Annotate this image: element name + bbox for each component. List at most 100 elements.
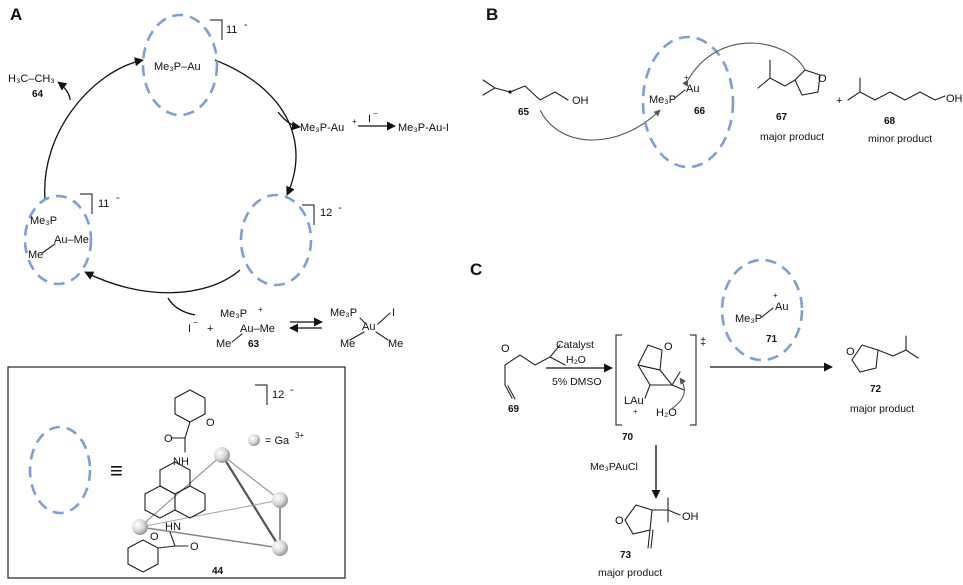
p73-caption: major product [598,567,662,579]
panel-c: C O 69 Catalyst H₂O 5% DMSO ‡ O LAu + H₂… [470,258,919,579]
i70-methyl1 [671,371,681,386]
r69-number: 69 [508,404,520,415]
ligand-naph-ring-2 [174,485,206,519]
r65-dimethyl [482,79,497,96]
panel-a-label: A [10,5,22,24]
eq-right-line2: Au [362,321,375,333]
p72-chain [877,349,919,359]
cage-left-line1: Me₃P [30,215,57,227]
eq-right-bond-me1 [349,331,365,341]
ga-ion-2 [272,492,288,508]
eq-right-bond-me2 [375,331,389,341]
p67-caption: major product [760,131,824,143]
p72-ring [851,344,879,373]
p68-caption: minor product [868,133,932,145]
panel-a: A Me₃P–Au 11 - H₃C–CH₃ 64 Me₃P-Au + I − … [8,5,449,350]
p72-o: O [846,346,855,358]
cage-71-line2: Au [775,301,788,313]
cage-66-line2: Au [686,83,699,95]
cage-left [23,194,93,286]
r65-oh: OH [572,95,589,107]
cage-left-charge: 11 [98,198,109,210]
eq-left-line3: Me [216,338,231,350]
panel-b-label: B [486,5,498,24]
ligand-o1: O [164,433,173,445]
ga-legend-sup: 3+ [295,431,304,440]
cycle-arrow-right [214,59,297,196]
p67-o: O [818,73,827,85]
r69-methyl [549,356,566,366]
p73-exo-1 [647,529,651,549]
i70-carbene [644,384,651,399]
tetra-edge-3 [221,454,281,501]
ligand-o3: O [190,541,199,553]
p73-side [651,509,681,516]
cage-left-charge-sign: - [116,192,120,204]
panel-b-plus: + [836,95,842,107]
ethane-number: 64 [32,89,44,100]
p67-methyl [757,59,771,89]
side-product: Me₃P-Au-I [398,122,449,134]
i70-o: O [664,341,673,353]
p68-oh: OH [946,93,963,105]
p73-oh: OH [682,511,699,523]
ligand-bond-4 [157,545,176,549]
c-bracket-right [690,334,697,426]
i70-number: 70 [622,432,634,443]
eq-right-line4: Me [388,338,403,350]
i70-charge: + [633,407,638,416]
ligand-nh2: HN [165,521,181,533]
ga-ion-1 [214,447,230,463]
cage-top-formula: Me₃P–Au [154,61,201,73]
c-cond-water: H₂O [566,354,586,366]
cage-top-charge-sign: - [244,19,248,31]
ga-ion-3 [272,540,288,556]
i70-water: H₂O [656,407,677,419]
cage-71-line1: Me₃P [735,313,762,325]
panel-b: B OH 65 Me₃P Au + 66 O 67 major product … [482,5,963,169]
legend-cage-ellipse [28,425,92,515]
cage-right-bracket [302,204,315,225]
ligand-nh1: NH [173,456,189,468]
i70-lau: LAu [624,395,644,407]
eq-left-me-bond [231,333,243,343]
eq-plus: + [207,323,213,335]
i70-methyl2 [671,384,685,391]
cage-top [141,13,219,117]
side-reactant: Me₃P-Au [300,122,344,134]
r69-alkyne-2 [507,385,516,400]
p73-o: O [615,515,624,527]
cage-66-line1: Me₃P [649,94,676,106]
c-cond-solvent: 5% DMSO [552,376,602,388]
legend-number: 44 [212,566,224,577]
r65-chain [494,85,569,101]
eq-right-bond-p [359,317,367,325]
cage-71-bond [761,307,774,318]
panel-c-label: C [470,260,482,279]
r65-attack-curve [539,109,661,141]
p67-chain [769,77,796,87]
p68-number: 68 [884,116,896,127]
ligand-bond-3 [169,531,176,547]
eq-left-number: 63 [248,339,260,350]
r65-allene-dot [508,90,512,94]
cage-66-bond [674,89,686,99]
legend-equiv: ≡ [110,458,123,483]
legend-bracket [255,384,268,405]
i70-water-attack [669,377,687,411]
cage-71-charge: + [773,291,778,300]
cage-left-me-bond [41,243,56,254]
cycle-arrow-bottom [84,269,241,294]
ethane-release-arrow [57,81,71,101]
ligand-o2: O [206,417,215,429]
p72-number: 72 [870,384,882,395]
cage-left-bracket [80,193,93,214]
tetra-edge-4 [139,499,281,528]
p67-number: 67 [776,112,788,123]
ga-legend-ball [248,434,260,446]
ethane-formula: H₃C–CH₃ [8,73,55,85]
auphosphine-release-arrow [277,111,301,131]
cage-right-charge: 12 [320,207,332,219]
c-cond-catalyst: Catalyst [556,339,594,351]
